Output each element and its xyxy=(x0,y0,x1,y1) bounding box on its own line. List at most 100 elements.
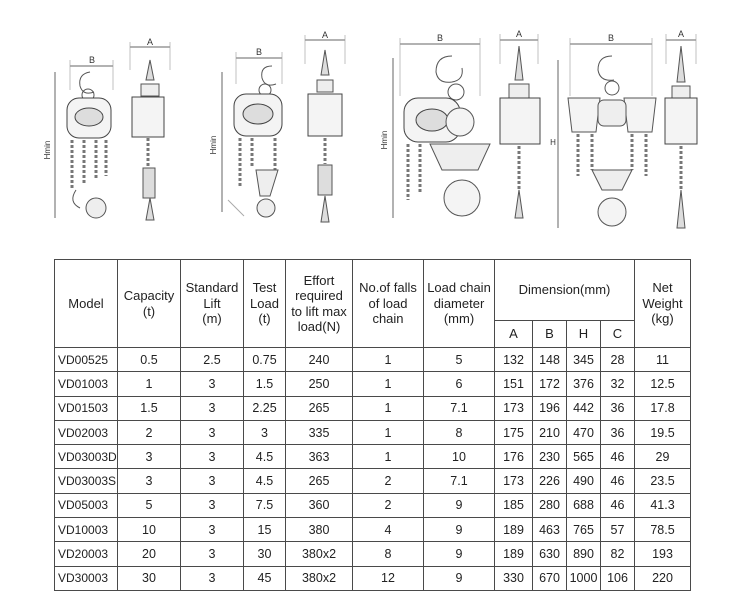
cell-model: VD01503 xyxy=(54,395,118,421)
cell-net-weight: 220 xyxy=(634,565,691,591)
cell-model: VD01003 xyxy=(54,371,118,397)
cell-dim-b: 210 xyxy=(532,419,567,446)
cell-effort: 360 xyxy=(285,492,353,519)
cell-dim-h: 565 xyxy=(566,444,601,470)
cell-lift: 3 xyxy=(180,395,244,421)
cell-dim-a: 132 xyxy=(494,346,533,373)
hoist-2-front-view: B Hmin xyxy=(209,47,283,218)
cell-dim-a: 189 xyxy=(494,517,533,543)
cell-dim-b: 630 xyxy=(532,541,567,567)
cell-test-load: 30 xyxy=(243,541,286,567)
cell-chain-diameter: 9 xyxy=(423,541,495,567)
cell-dim-h: 490 xyxy=(566,468,601,494)
cell-falls: 2 xyxy=(352,468,424,494)
cell-chain-diameter: 10 xyxy=(423,444,495,470)
cell-model: VD02003 xyxy=(54,419,118,446)
cell-dim-c: 32 xyxy=(600,371,635,397)
cell-net-weight: 17.8 xyxy=(634,395,691,421)
cell-model: VD03003D xyxy=(54,444,118,470)
hoist-2-side-view: A xyxy=(304,30,346,223)
cell-effort: 240 xyxy=(285,346,353,373)
cell-lift: 3 xyxy=(180,492,244,519)
cell-dim-b: 148 xyxy=(532,346,567,373)
cell-effort: 335 xyxy=(285,419,353,446)
cell-effort: 380 xyxy=(285,517,353,543)
dim-h-4: H xyxy=(550,138,556,147)
cell-capacity: 5 xyxy=(117,492,181,519)
cell-dim-b: 196 xyxy=(532,395,567,421)
cell-dim-b: 670 xyxy=(532,565,567,591)
dim-a-1: A xyxy=(147,37,153,47)
cell-falls: 1 xyxy=(352,419,424,446)
cell-chain-diameter: 9 xyxy=(423,517,495,543)
cell-dim-c: 36 xyxy=(600,419,635,446)
cell-effort: 363 xyxy=(285,444,353,470)
cell-falls: 8 xyxy=(352,541,424,567)
cell-dim-a: 189 xyxy=(494,541,533,567)
cell-capacity: 3 xyxy=(117,468,181,494)
cell-model: VD20003 xyxy=(54,541,118,567)
table-subheader-row: A B H C xyxy=(55,320,691,348)
cell-capacity: 20 xyxy=(117,541,181,567)
cell-dim-c: 82 xyxy=(600,541,635,567)
cell-dim-h: 470 xyxy=(566,419,601,446)
cell-capacity: 1 xyxy=(117,371,181,397)
cell-dim-h: 688 xyxy=(566,492,601,519)
cell-test-load: 7.5 xyxy=(243,492,286,519)
cell-dim-c: 28 xyxy=(600,346,635,373)
cell-dim-h: 345 xyxy=(566,346,601,373)
cell-dim-a: 176 xyxy=(494,444,533,470)
cell-net-weight: 12.5 xyxy=(634,371,691,397)
cell-chain-diameter: 9 xyxy=(423,492,495,519)
cell-capacity: 30 xyxy=(117,565,181,591)
cell-capacity: 0.5 xyxy=(117,346,181,373)
dim-b-2: B xyxy=(256,47,262,57)
cell-effort: 265 xyxy=(285,395,353,421)
cell-capacity: 3 xyxy=(117,444,181,470)
cell-lift: 3 xyxy=(180,419,244,446)
cell-dim-a: 175 xyxy=(494,419,533,446)
cell-dim-a: 173 xyxy=(494,395,533,421)
cell-dim-b: 280 xyxy=(532,492,567,519)
cell-net-weight: 11 xyxy=(634,346,691,373)
hoist-1-side-view: A xyxy=(129,37,171,221)
cell-lift: 3 xyxy=(180,444,244,470)
cell-dim-h: 442 xyxy=(566,395,601,421)
header-dim-b: B xyxy=(532,320,567,348)
cell-dim-c: 57 xyxy=(600,517,635,543)
cell-dim-c: 46 xyxy=(600,492,635,519)
cell-model: VD10003 xyxy=(54,517,118,543)
hoist-1-front-view: B Hmin xyxy=(43,55,114,219)
cell-net-weight: 29 xyxy=(634,444,691,470)
cell-model: VD30003 xyxy=(54,565,118,591)
cell-lift: 3 xyxy=(180,565,244,591)
header-dim-c: C xyxy=(600,320,635,348)
header-dim-h: H xyxy=(566,320,601,348)
cell-net-weight: 23.5 xyxy=(634,468,691,494)
cell-lift: 2.5 xyxy=(180,346,244,373)
dim-h-3: Hmin xyxy=(380,131,389,150)
cell-dim-h: 890 xyxy=(566,541,601,567)
cell-chain-diameter: 8 xyxy=(423,419,495,446)
cell-effort: 250 xyxy=(285,371,353,397)
dim-b-3: B xyxy=(437,33,443,43)
cell-chain-diameter: 9 xyxy=(423,565,495,591)
cell-falls: 1 xyxy=(352,371,424,397)
cell-falls: 1 xyxy=(352,444,424,470)
cell-dim-c: 46 xyxy=(600,468,635,494)
cell-chain-diameter: 7.1 xyxy=(423,468,495,494)
cell-model: VD05003 xyxy=(54,492,118,519)
cell-dim-a: 151 xyxy=(494,371,533,397)
